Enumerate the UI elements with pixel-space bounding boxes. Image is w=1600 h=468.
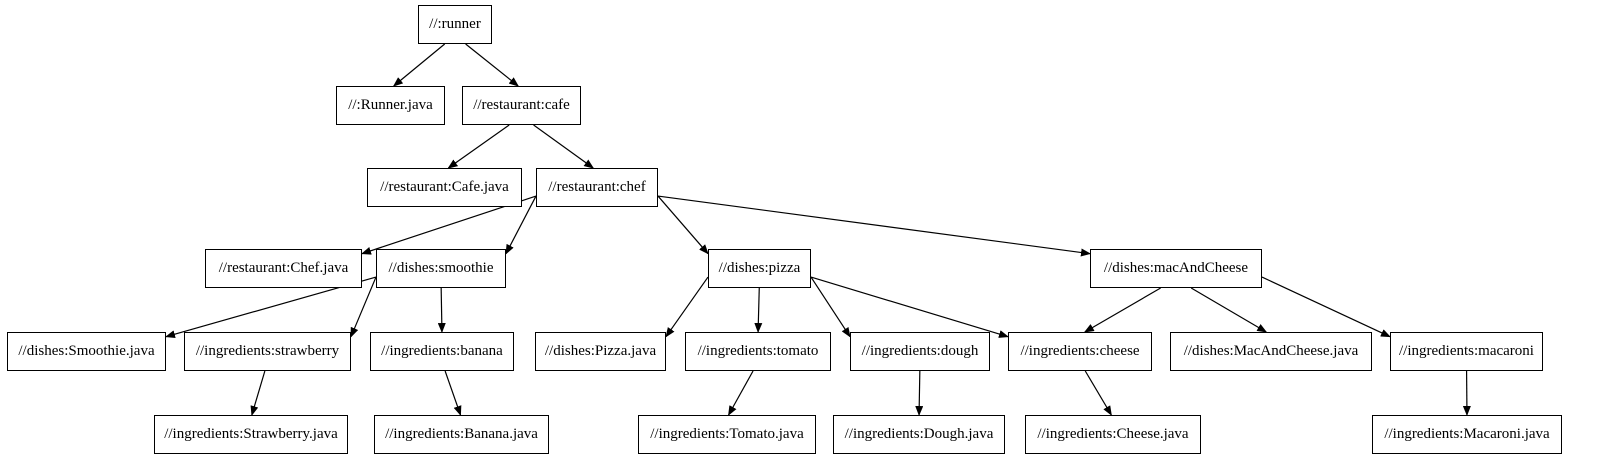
graph-node-label: //ingredients:Strawberry.java bbox=[164, 426, 338, 442]
graph-node-ing-banana[interactable]: //ingredients:banana bbox=[370, 332, 514, 371]
graph-node-label: //ingredients:Banana.java bbox=[385, 426, 538, 442]
graph-node-label: //ingredients:tomato bbox=[697, 343, 819, 359]
graph-node-label: //ingredients:Cheese.java bbox=[1037, 426, 1189, 442]
graph-node-dishes-pizza[interactable]: //dishes:pizza bbox=[708, 249, 811, 288]
graph-node-label: //ingredients:Tomato.java bbox=[650, 426, 804, 442]
graph-node-dishes-pizza-java[interactable]: //dishes:Pizza.java bbox=[535, 332, 666, 371]
graph-node-label: //dishes:MacAndCheese.java bbox=[1183, 343, 1359, 359]
graph-node-label: //ingredients:strawberry bbox=[195, 343, 340, 359]
graph-node-label: //:Runner.java bbox=[348, 97, 433, 113]
graph-node-restaurant-cafe-java[interactable]: //restaurant:Cafe.java bbox=[367, 168, 522, 207]
graph-node-label: //restaurant:chef bbox=[548, 179, 646, 195]
graph-node-label: //ingredients:cheese bbox=[1020, 343, 1140, 359]
graph-node-label: //ingredients:banana bbox=[381, 343, 503, 359]
graph-node-ing-macaroni-java[interactable]: //ingredients:Macaroni.java bbox=[1372, 415, 1562, 454]
graph-node-label: //dishes:pizza bbox=[718, 260, 801, 276]
graph-node-label: //restaurant:cafe bbox=[473, 97, 570, 113]
graph-node-ing-tomato[interactable]: //ingredients:tomato bbox=[685, 332, 831, 371]
graph-node-runner[interactable]: //:runner bbox=[418, 5, 492, 44]
graph-node-restaurant-cafe[interactable]: //restaurant:cafe bbox=[462, 86, 581, 125]
graph-node-ing-cheese-java[interactable]: //ingredients:Cheese.java bbox=[1025, 415, 1201, 454]
graph-node-label: //ingredients:dough bbox=[861, 343, 979, 359]
graph-node-restaurant-chef-java[interactable]: //restaurant:Chef.java bbox=[205, 249, 362, 288]
graph-node-ing-banana-java[interactable]: //ingredients:Banana.java bbox=[374, 415, 549, 454]
graph-node-ing-dough[interactable]: //ingredients:dough bbox=[850, 332, 990, 371]
graph-node-ing-strawberry-java[interactable]: //ingredients:Strawberry.java bbox=[154, 415, 348, 454]
graph-node-ing-macaroni[interactable]: //ingredients:macaroni bbox=[1390, 332, 1543, 371]
graph-node-ing-tomato-java[interactable]: //ingredients:Tomato.java bbox=[638, 415, 816, 454]
graph-node-label: //dishes:macAndCheese bbox=[1103, 260, 1249, 276]
graph-node-label: //dishes:Pizza.java bbox=[544, 343, 657, 359]
graph-node-dishes-smoothie-java[interactable]: //dishes:Smoothie.java bbox=[7, 332, 166, 371]
graph-node-label: //dishes:Smoothie.java bbox=[18, 343, 155, 359]
graph-node-ing-cheese[interactable]: //ingredients:cheese bbox=[1008, 332, 1152, 371]
graph-node-dishes-macandcheese-java[interactable]: //dishes:MacAndCheese.java bbox=[1170, 332, 1372, 371]
graph-node-label: //restaurant:Cafe.java bbox=[380, 179, 509, 195]
graph-node-dishes-smoothie[interactable]: //dishes:smoothie bbox=[376, 249, 506, 288]
graph-node-ing-dough-java[interactable]: //ingredients:Dough.java bbox=[833, 415, 1005, 454]
graph-node-ing-strawberry[interactable]: //ingredients:strawberry bbox=[184, 332, 351, 371]
graph-node-runner-java[interactable]: //:Runner.java bbox=[336, 86, 445, 125]
graph-node-label: //:runner bbox=[429, 16, 481, 32]
graph-node-label: //ingredients:macaroni bbox=[1399, 343, 1534, 359]
graph-node-dishes-macandcheese[interactable]: //dishes:macAndCheese bbox=[1090, 249, 1262, 288]
graph-node-label: //ingredients:Macaroni.java bbox=[1384, 426, 1550, 442]
graph-node-label: //ingredients:Dough.java bbox=[844, 426, 994, 442]
graph-node-label: //dishes:smoothie bbox=[388, 260, 494, 276]
graph-node-label: //restaurant:Chef.java bbox=[218, 260, 349, 276]
graph-node-restaurant-chef[interactable]: //restaurant:chef bbox=[536, 168, 658, 207]
